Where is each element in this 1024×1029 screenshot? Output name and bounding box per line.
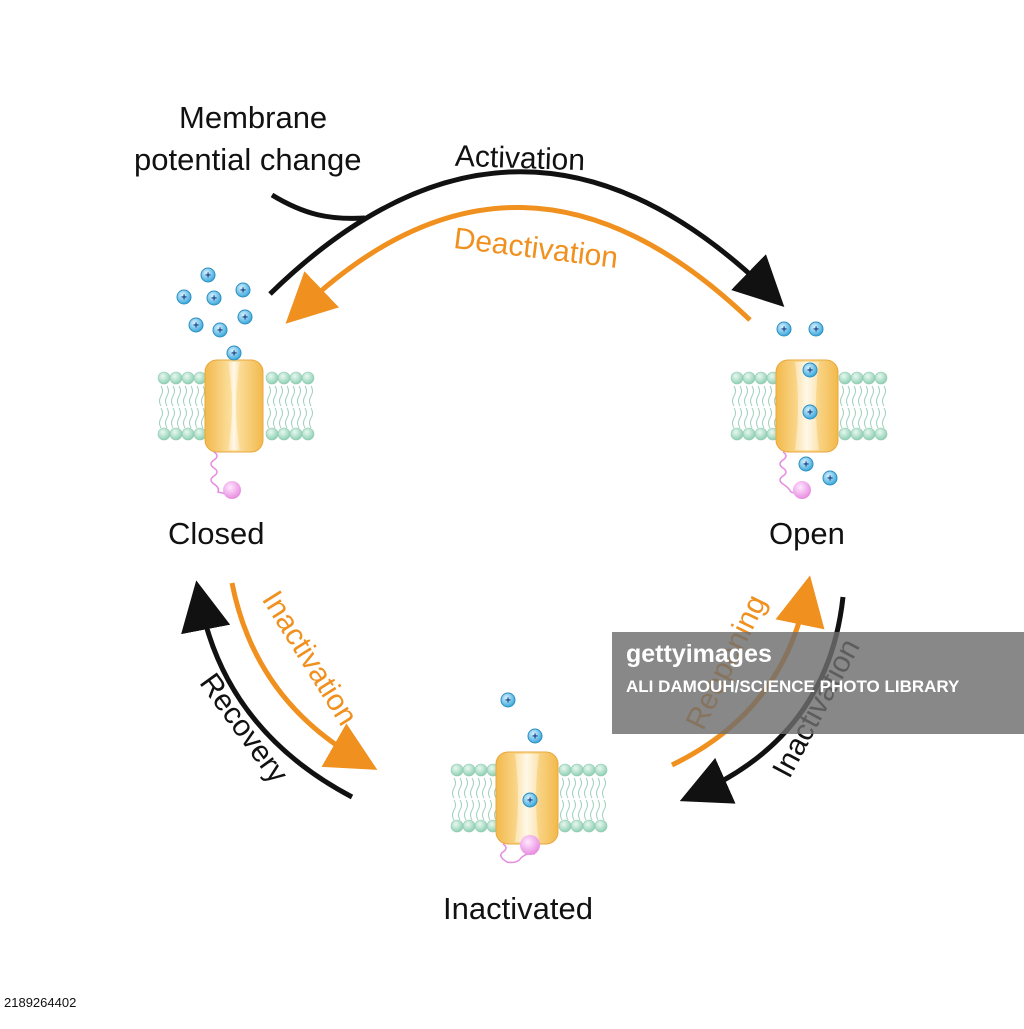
membrane-left xyxy=(157,371,207,441)
inactivation-tether xyxy=(500,843,536,864)
activation-arrow xyxy=(268,169,785,307)
channel-protein xyxy=(204,359,264,453)
state-closed-label: Closed xyxy=(168,516,265,551)
ion-sign: + xyxy=(781,325,787,336)
ions-inactivated: + + + xyxy=(500,692,543,808)
inactivation-left-arrow xyxy=(229,582,378,770)
ion-sign: + xyxy=(807,366,813,377)
ion-sign: + xyxy=(813,325,819,336)
ion-sign: + xyxy=(242,313,248,324)
inactivation-ball xyxy=(520,835,540,855)
inactivation-tether xyxy=(210,451,233,499)
activation-label: Activation xyxy=(454,140,585,178)
image-id: 2189264402 xyxy=(4,995,77,1010)
ion-sign: + xyxy=(527,796,533,807)
closed-channel xyxy=(157,359,315,499)
watermark-logo: gettyimages xyxy=(626,640,772,668)
ion-sign: + xyxy=(532,732,538,743)
watermark-banner: gettyimages ALI DAMOUH/SCIENCE PHOTO LIB… xyxy=(612,632,1024,734)
state-open-label: Open xyxy=(769,516,845,551)
ion-sign: + xyxy=(181,293,187,304)
membrane-right xyxy=(558,763,608,833)
inactivation-ball xyxy=(223,481,241,499)
ion-sign: + xyxy=(803,460,809,471)
recovery-label: Recovery xyxy=(193,667,294,789)
ions-open: + + + + + + xyxy=(776,321,838,486)
deactivation-label: Deactivation xyxy=(452,222,620,275)
watermark-credit: ALI DAMOUH/SCIENCE PHOTO LIBRARY xyxy=(626,677,960,696)
inactivation-ball xyxy=(793,481,811,499)
membrane-change-line xyxy=(270,192,366,221)
membrane-label-line1: Membrane xyxy=(179,100,328,135)
ion-sign: + xyxy=(193,321,199,332)
ion-sign: + xyxy=(505,696,511,707)
ion-sign: + xyxy=(231,349,237,360)
ion-sign: + xyxy=(240,286,246,297)
inactivation-left-label: Inactivation xyxy=(255,585,363,731)
membrane-right xyxy=(838,371,888,441)
ion-sign: + xyxy=(217,326,223,337)
ions-closed: + + + + + + + + xyxy=(176,267,253,361)
open-channel xyxy=(730,359,888,499)
membrane-right xyxy=(265,371,315,441)
membrane-label-line2: potential change xyxy=(134,142,362,177)
ion-sign: + xyxy=(807,408,813,419)
ion-sign: + xyxy=(827,474,833,485)
ion-sign: + xyxy=(205,271,211,282)
ion-sign: + xyxy=(211,294,217,305)
membrane-left xyxy=(450,763,500,833)
membrane-left xyxy=(730,371,780,441)
recovery-arrow xyxy=(181,580,354,800)
inactivation-tether xyxy=(779,451,802,499)
state-inactivated-label: Inactivated xyxy=(443,891,593,926)
deactivation-arrow xyxy=(285,205,752,324)
